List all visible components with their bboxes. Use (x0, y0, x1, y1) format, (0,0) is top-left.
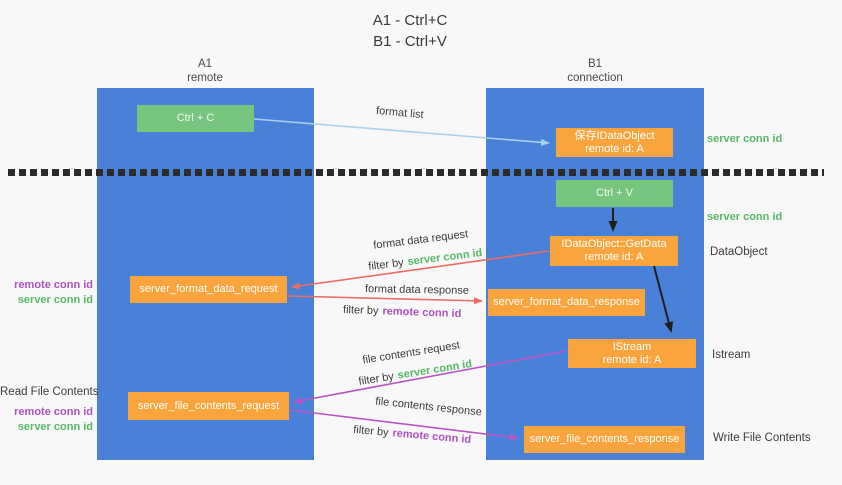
lane-a1-sub: remote (187, 72, 223, 84)
write-file-contents-label: Write File Contents (713, 432, 811, 444)
node-getdata-line2: remote id: A (584, 251, 644, 263)
node-file-response-label: server_file_contents_response (529, 433, 680, 445)
lane-b1-sub: connection (567, 72, 623, 84)
filter-by-text: filter by (352, 423, 390, 439)
filter-by-text: filter by (357, 370, 395, 388)
node-istream: IStream remote id: A (568, 339, 696, 368)
remote-conn-id-keyword: remote conn id (392, 427, 472, 447)
istream-label: Istream (712, 349, 751, 361)
node-getdata-line1: IDataObject::GetData (561, 238, 667, 250)
node-file-request-label: server_file_contents_request (137, 399, 280, 412)
node-format-response-label: server_format_data_response (493, 296, 640, 308)
node-server-format-data-response: server_format_data_response (488, 289, 645, 316)
node-server-file-contents-response: server_file_contents_response (524, 426, 685, 453)
left-server-conn-id-bottom: server conn id (17, 421, 93, 433)
format-data-response-arrow (287, 295, 483, 305)
server-conn-id-keyword: server conn id (396, 358, 473, 382)
node-format-request-label: server_format_data_request (139, 283, 278, 295)
node-ctrl-v-label: Ctrl + V (596, 187, 633, 199)
node-ctrl-c-label: Ctrl + C (176, 112, 215, 124)
lane-header-a1: A1 remote (145, 57, 265, 85)
node-ctrl-c: Ctrl + C (137, 105, 254, 132)
lane-header-b1: B1 connection (535, 57, 655, 85)
node-server-format-data-request: server_format_data_request (130, 276, 287, 303)
left-server-conn-id-top: server conn id (17, 294, 93, 306)
left-remote-conn-id-top: remote conn id (14, 279, 93, 291)
dataobject-label: DataObject (710, 246, 768, 258)
node-save-idataobject-line2: remote id: A (585, 142, 644, 155)
filter-by-text: filter by (342, 303, 379, 318)
left-remote-conn-id-bottom: remote conn id (14, 406, 93, 418)
format-list-label: format list (375, 104, 425, 122)
lane-b1-name: B1 (587, 58, 603, 70)
right-server-conn-id-top: server conn id (707, 133, 783, 145)
format-data-response-label: format data response (364, 283, 470, 297)
format-data-request-label: format data request (372, 228, 469, 252)
server-conn-id-keyword: server conn id (406, 247, 483, 269)
title-line-1: A1 - Ctrl+C (372, 12, 448, 29)
node-save-idataobject-line1: 保存IDataObject (574, 129, 655, 142)
filter-by-text: filter by (367, 256, 405, 273)
node-istream-line1: IStream (612, 340, 652, 353)
diagram-title: A1 - Ctrl+C B1 - Ctrl+V (325, 10, 495, 52)
file-contents-response-label: file contents response (374, 395, 483, 419)
node-save-idataobject: 保存IDataObject remote id: A (556, 128, 673, 157)
title-line-2: B1 - Ctrl+V (373, 33, 447, 50)
right-server-conn-id-mid: server conn id (707, 211, 783, 223)
lane-a1-name: A1 (197, 58, 213, 70)
dotted-separator (8, 169, 824, 176)
node-idataobject-getdata: IDataObject::GetData remote id: A (550, 236, 678, 266)
remote-conn-id-keyword: remote conn id (382, 305, 462, 321)
node-ctrl-v: Ctrl + V (556, 180, 673, 207)
node-server-file-contents-request: server_file_contents_request (128, 392, 289, 420)
node-istream-line2: remote id: A (602, 353, 662, 366)
read-file-contents-label: Read File Contents (0, 386, 99, 398)
